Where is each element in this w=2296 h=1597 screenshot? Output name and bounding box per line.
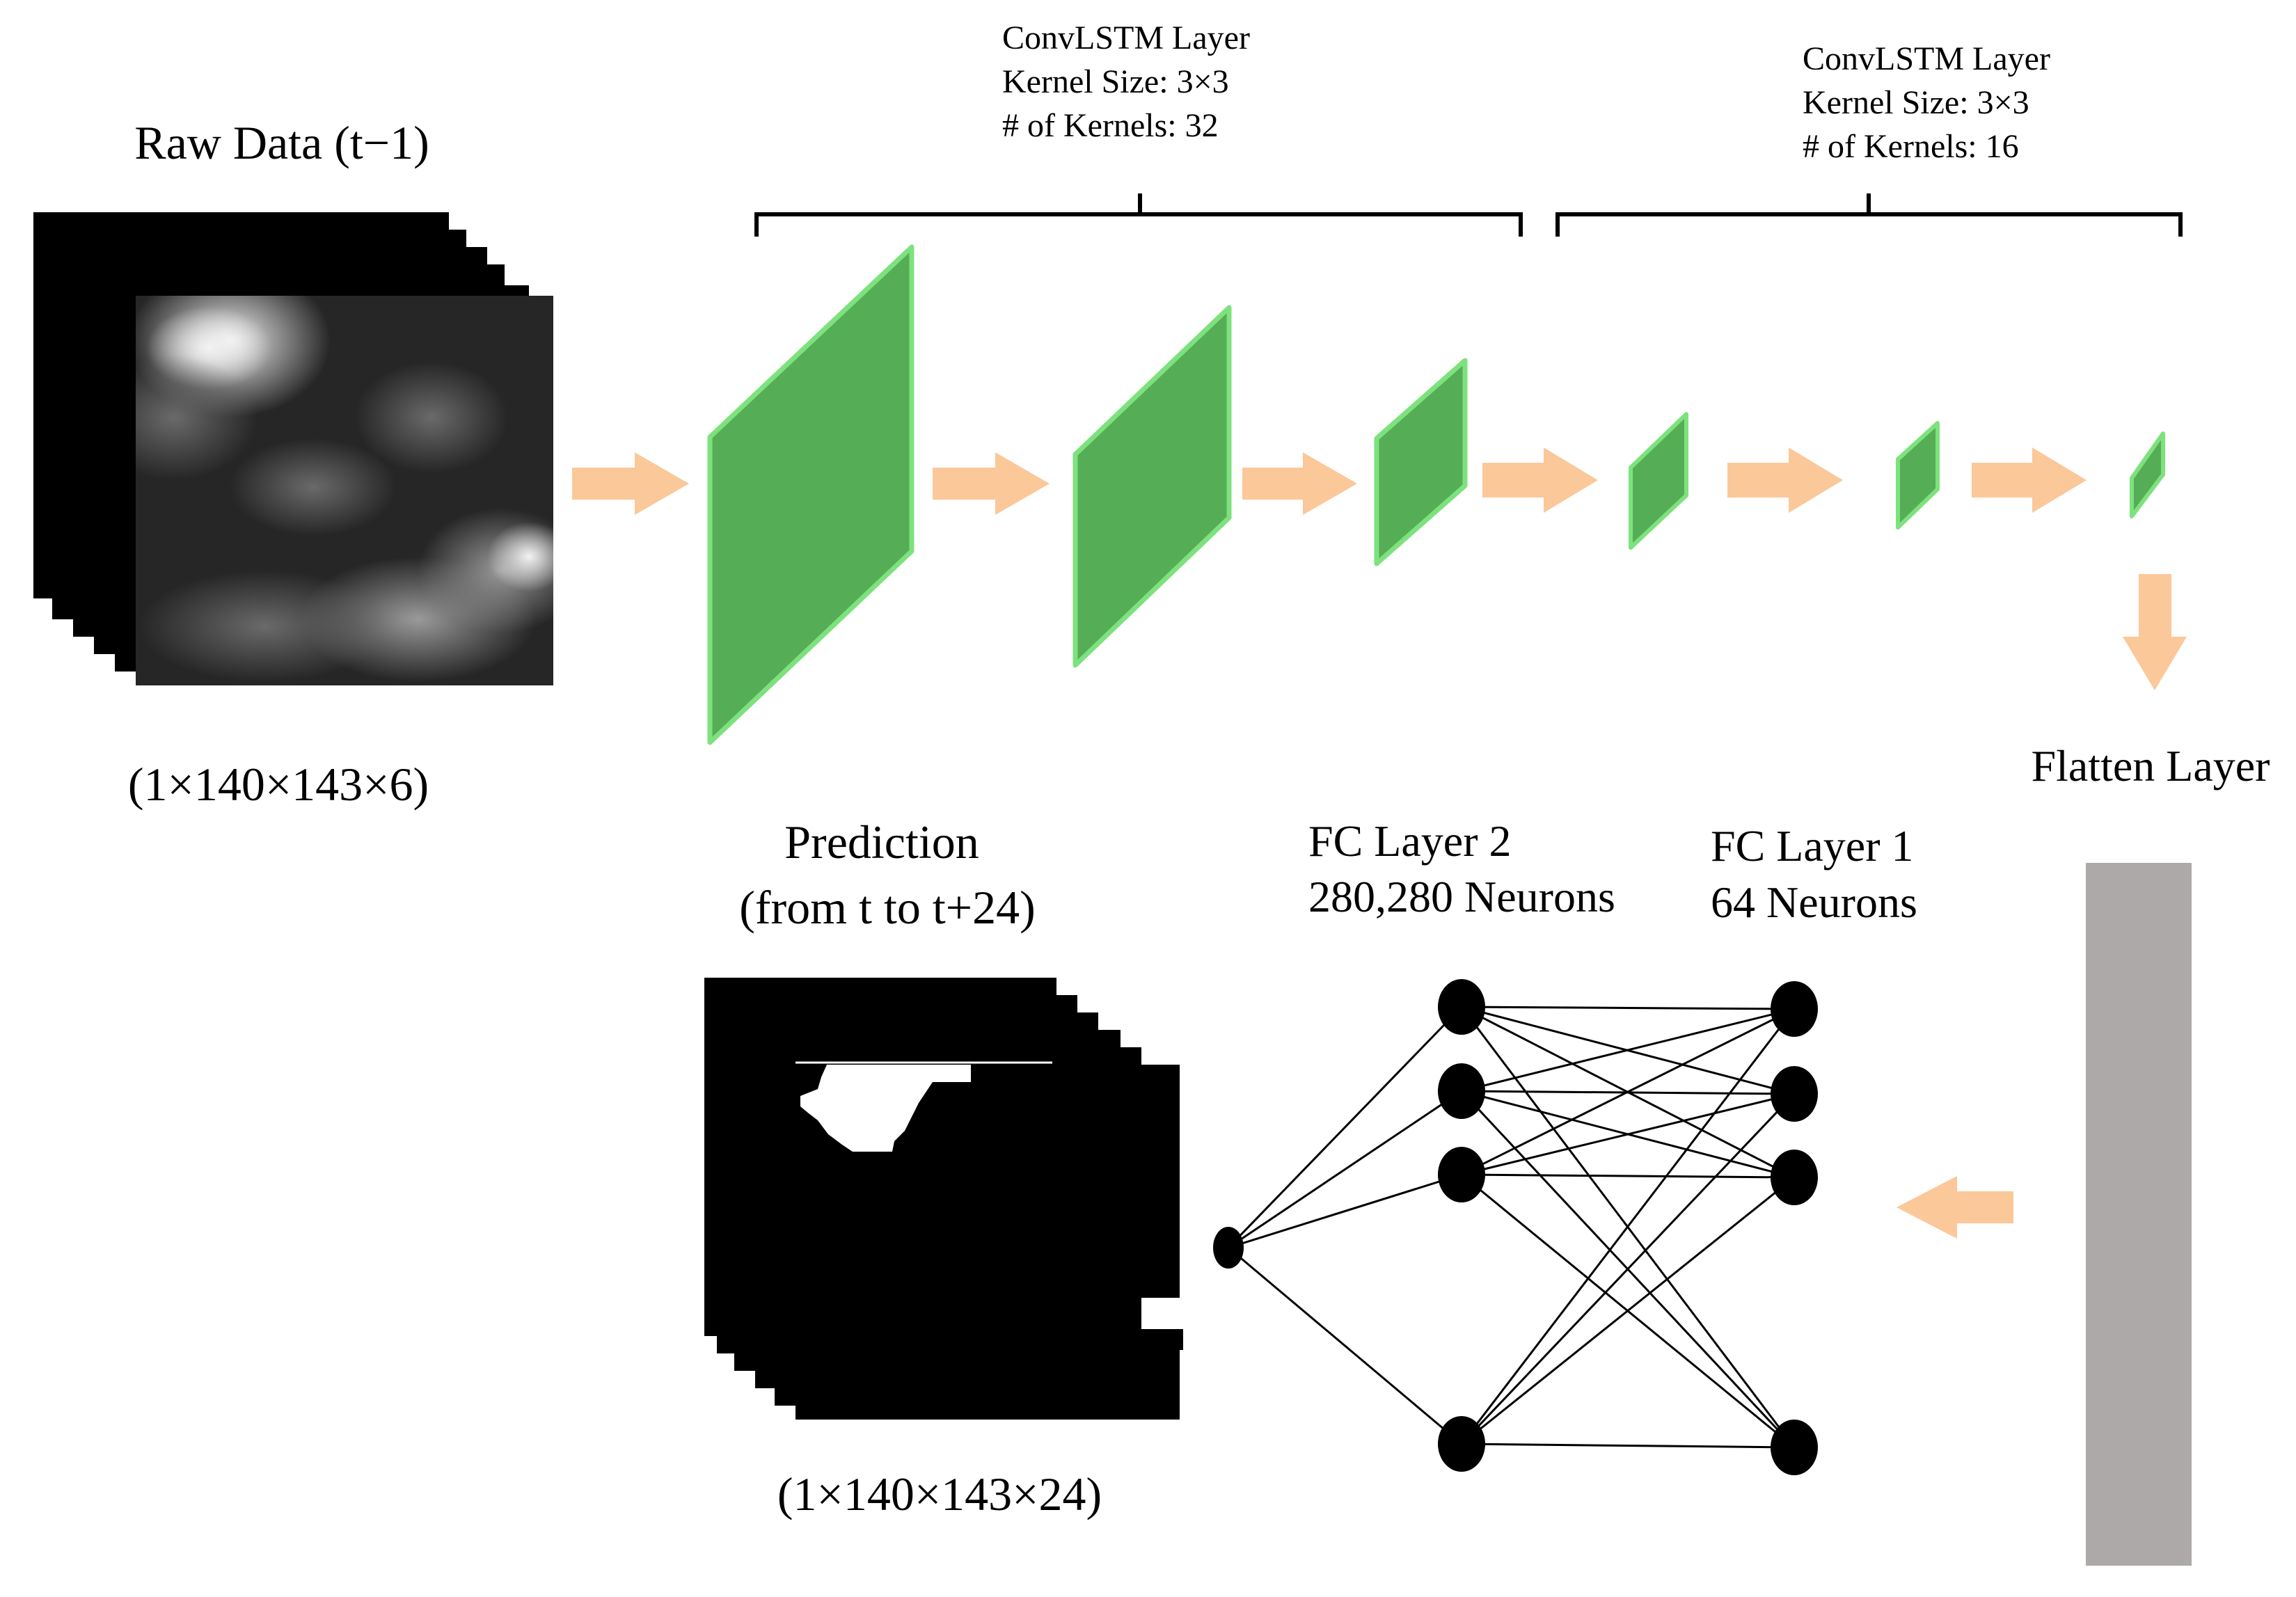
output-shape-label: (1×140×143×24) bbox=[777, 1468, 1102, 1520]
flatten-layer-bar bbox=[2086, 863, 2192, 1566]
fc-layer-2-label: FC Layer 2 280,280 Neurons bbox=[1308, 816, 1615, 921]
prediction-stack bbox=[704, 978, 1183, 1420]
conv-group-2-brace bbox=[1555, 193, 2183, 237]
fc2-node bbox=[1438, 1063, 1485, 1119]
conv-layer-2 bbox=[1072, 305, 1232, 668]
arrow-input-to-conv1 bbox=[572, 452, 689, 515]
fc-layer-1-neurons: 64 Neurons bbox=[1711, 877, 1917, 927]
fc1-node bbox=[1771, 1066, 1818, 1122]
conv-layer-3 bbox=[1374, 358, 1468, 566]
flow-arrows bbox=[572, 447, 2187, 1239]
fc1-node bbox=[1771, 1150, 1818, 1205]
fc-layer-1-name: FC Layer 1 bbox=[1711, 821, 1914, 871]
output-node bbox=[1213, 1227, 1244, 1269]
fc-layer-2-neurons: 280,280 Neurons bbox=[1308, 872, 1615, 921]
conv-feature-maps bbox=[707, 244, 2165, 745]
arrow-conv6-to-flatten bbox=[2123, 574, 2187, 690]
arrow-flatten-to-fc1 bbox=[1897, 1176, 2013, 1239]
conv-group-1-name: ConvLSTM Layer bbox=[1002, 19, 1250, 56]
conv-group-2-name: ConvLSTM Layer bbox=[1803, 40, 2050, 77]
conv-layer-4 bbox=[1629, 412, 1688, 550]
conv-layer-5 bbox=[1896, 421, 1940, 530]
fc-connections bbox=[1227, 1006, 1796, 1449]
flatten-layer-label: Flatten Layer bbox=[2032, 741, 2270, 790]
arrow-conv3-to-conv4 bbox=[1482, 447, 1598, 513]
fc1-node bbox=[1771, 1420, 1818, 1475]
conv-group-1-kernel-size: Kernel Size: 3×3 bbox=[1002, 63, 1229, 100]
arrow-conv4-to-conv5 bbox=[1727, 447, 1843, 513]
raw-data-stack bbox=[33, 212, 553, 685]
input-shape-label: (1×140×143×6) bbox=[128, 758, 429, 811]
output-title-line1: Prediction bbox=[784, 816, 979, 868]
conv-group-2-kernel-count: # of Kernels: 16 bbox=[1803, 128, 2019, 165]
arrow-conv2-to-conv3 bbox=[1242, 452, 1357, 515]
conv-group-2-label: ConvLSTM Layer Kernel Size: 3×3 # of Ker… bbox=[1803, 40, 2050, 165]
fc2-node bbox=[1438, 1147, 1485, 1202]
raw-data-frame bbox=[136, 296, 553, 685]
arrow-conv5-to-conv6 bbox=[1972, 447, 2087, 513]
fc-layer-1-label: FC Layer 1 64 Neurons bbox=[1711, 821, 1917, 927]
conv-group-1-label: ConvLSTM Layer Kernel Size: 3×3 # of Ker… bbox=[1002, 19, 1250, 144]
conv-group-2-kernel-size: Kernel Size: 3×3 bbox=[1803, 84, 2029, 121]
fc2-node bbox=[1438, 979, 1485, 1035]
fc-nodes bbox=[1213, 979, 1818, 1475]
arrow-conv1-to-conv2 bbox=[933, 452, 1050, 515]
fc2-node bbox=[1438, 1416, 1485, 1472]
output-title-line2: (from t to t+24) bbox=[739, 881, 1036, 934]
fc-layer-2-name: FC Layer 2 bbox=[1308, 816, 1512, 866]
prediction-mask bbox=[800, 1065, 971, 1152]
conv-group-1-kernel-count: # of Kernels: 32 bbox=[1002, 107, 1219, 144]
fc1-node bbox=[1771, 981, 1818, 1037]
input-title: Raw Data (t−1) bbox=[134, 116, 429, 169]
conv-group-1-brace bbox=[754, 193, 1523, 237]
conv-layer-6 bbox=[2130, 431, 2165, 518]
conv-layer-1 bbox=[707, 244, 915, 745]
prediction-mask-edge bbox=[1141, 1298, 1183, 1329]
